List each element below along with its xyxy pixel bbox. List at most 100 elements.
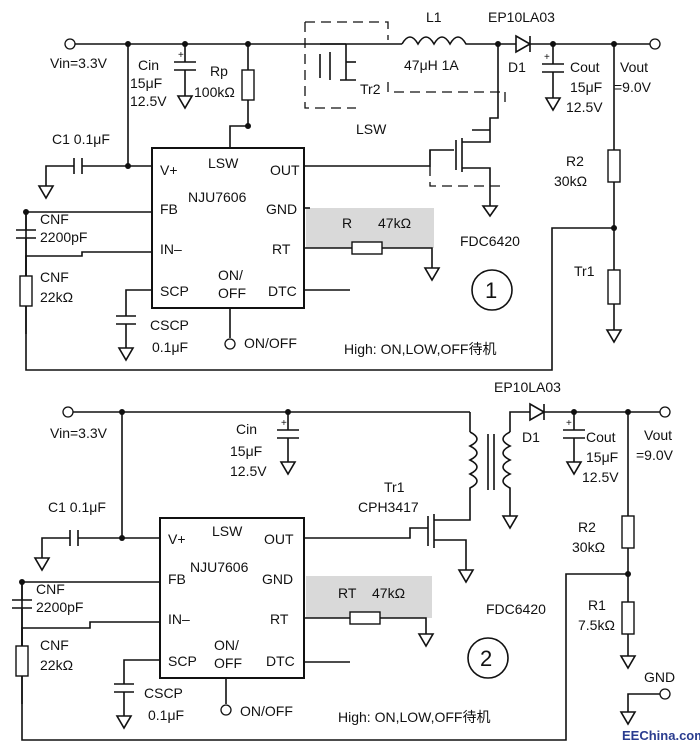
c1-ground-1 xyxy=(37,185,55,200)
cin-name-2: Cin xyxy=(236,421,257,437)
gnd-symbol-2 xyxy=(619,711,637,726)
cout-voltage-1: 12.5V xyxy=(566,99,603,115)
cnf2-value-1: 22kΩ xyxy=(40,289,73,305)
out-wire-2 xyxy=(304,527,428,539)
rp-name-1: Rp xyxy=(210,63,228,79)
vin-label-2: Vin=3.3V xyxy=(50,425,108,441)
ic-name-1: NJU7606 xyxy=(188,189,247,205)
out-wire-1 xyxy=(304,149,454,167)
gnd-terminal-2 xyxy=(659,688,671,700)
c1-capacitor-2 xyxy=(41,530,122,558)
circle-badge-1 xyxy=(471,269,513,311)
svg-text:+: + xyxy=(544,52,550,63)
vin-terminal-1 xyxy=(64,38,76,50)
cscp-ground-1 xyxy=(117,347,135,362)
cout-value-2: 15μF xyxy=(586,449,618,465)
l1-name-1: L1 xyxy=(426,9,442,25)
rt-wire-2 xyxy=(304,617,427,634)
cscp-ground-2 xyxy=(115,715,133,730)
pin-out-1: OUT xyxy=(270,162,300,178)
circuit-2: Vin=3.3V + Cin 15μF 12.5V C1 0.1μF NJU76… xyxy=(12,379,675,741)
cscp-name-2: CSCP xyxy=(144,685,183,701)
c1-label-1: C1 0.1μF xyxy=(52,131,110,147)
r1-resistor-2 xyxy=(621,601,635,635)
cscp-capacitor-2 xyxy=(114,659,160,716)
pin-rt-2: RT xyxy=(270,611,289,627)
pin-onoff-bot-1: OFF xyxy=(218,285,246,301)
note-2: High: ON,LOW,OFF待机 xyxy=(338,709,490,725)
d1-diode-2 xyxy=(529,402,660,422)
watermark: EEChina.com xyxy=(622,728,700,743)
pin-inm-1: IN– xyxy=(160,241,182,257)
d1-name-1: D1 xyxy=(508,59,526,75)
r2-resistor-1 xyxy=(607,149,621,183)
cin-voltage-2: 12.5V xyxy=(230,463,267,479)
gnd-label-2: GND xyxy=(644,669,675,685)
lsw-label-1: LSW xyxy=(356,121,387,137)
onoff-label-1: ON/OFF xyxy=(244,335,297,351)
cnf-value-1: 2200pF xyxy=(40,229,87,245)
r2-value-1: 30kΩ xyxy=(554,173,587,189)
rp-resistor-1 xyxy=(241,69,255,101)
tr2-dashed-1 xyxy=(304,21,505,109)
fet-ground-1 xyxy=(481,205,499,218)
rp-wire-1 xyxy=(229,44,249,150)
r2-value-2: 30kΩ xyxy=(572,539,605,555)
cnf-capacitor-1 xyxy=(16,212,36,276)
vin-label-1: Vin=3.3V xyxy=(50,55,108,71)
d1-name-2: D1 xyxy=(522,429,540,445)
transformer-primary-2 xyxy=(466,431,478,521)
tr1-ground-2 xyxy=(457,569,475,584)
vout-value-2: =9.0V xyxy=(636,447,674,463)
cnf-resistor-2 xyxy=(15,645,29,677)
tr1-label-1: Tr1 xyxy=(574,263,595,279)
cnf2-top-2: CNF xyxy=(40,637,69,653)
circle-number-1: 1 xyxy=(485,278,497,303)
tr1-resistor-1 xyxy=(607,269,621,305)
pin-dtc-2: DTC xyxy=(266,653,295,669)
cnf-value-2: 2200pF xyxy=(36,599,83,615)
pin-onoff-bot-2: OFF xyxy=(214,655,242,671)
cscp-value-1: 0.1μF xyxy=(152,339,188,355)
pin-vplus-1: V+ xyxy=(160,162,178,178)
d1-part-1: EP10LA03 xyxy=(488,9,555,25)
vout-terminal-1 xyxy=(649,38,661,50)
pin-lsw-2: LSW xyxy=(212,523,243,539)
r1-name-2: R1 xyxy=(588,597,606,613)
pin-onoff-top-2: ON/ xyxy=(214,637,239,653)
ic-name-2: NJU7606 xyxy=(190,559,249,575)
vout-label-1: Vout xyxy=(620,59,648,75)
pin-fb-1: FB xyxy=(160,201,178,217)
pin-gnd-2: GND xyxy=(262,571,293,587)
cin-value-2: 15μF xyxy=(230,443,262,459)
rt-name-2: RT xyxy=(338,585,357,601)
pin-onoff-top-1: ON/ xyxy=(218,267,243,283)
pin-lsw-1: LSW xyxy=(208,155,239,171)
cin-value-1: 15μF xyxy=(130,75,162,91)
pin-out-2: OUT xyxy=(264,531,294,547)
cnf-capacitor-2 xyxy=(12,582,32,646)
onoff-label-2: ON/OFF xyxy=(240,703,293,719)
cin-capacitor-1 xyxy=(174,44,196,96)
cout-capacitor-1 xyxy=(542,44,564,98)
cin-ground-1 xyxy=(176,95,194,110)
cout-ground-1 xyxy=(544,97,562,112)
circle-number-2: 2 xyxy=(480,646,492,671)
l1-inductor-1 xyxy=(401,36,508,46)
ic-nju7606-2 xyxy=(159,517,305,679)
cout-ground-2 xyxy=(565,461,583,476)
d1-diode-1 xyxy=(508,34,650,54)
l1-value-1: 47μH 1A xyxy=(404,57,459,73)
cout-name-2: Cout xyxy=(586,429,616,445)
transformer-secondary-2 xyxy=(502,431,512,516)
cscp-value-2: 0.1μF xyxy=(148,707,184,723)
tr1-name-2: Tr1 xyxy=(384,479,405,495)
ic-nju7606-1 xyxy=(151,147,305,309)
pin-rt-1: RT xyxy=(272,241,291,257)
feedback-wire-2 xyxy=(21,573,628,741)
circuit-1: Vin=3.3V + Cin 15μF 12.5V Rp 100kΩ C1 0.… xyxy=(16,9,661,371)
cout-name-1: Cout xyxy=(570,59,600,75)
rt-resistor-2 xyxy=(349,611,381,625)
cnf-resistor-1 xyxy=(19,275,33,307)
